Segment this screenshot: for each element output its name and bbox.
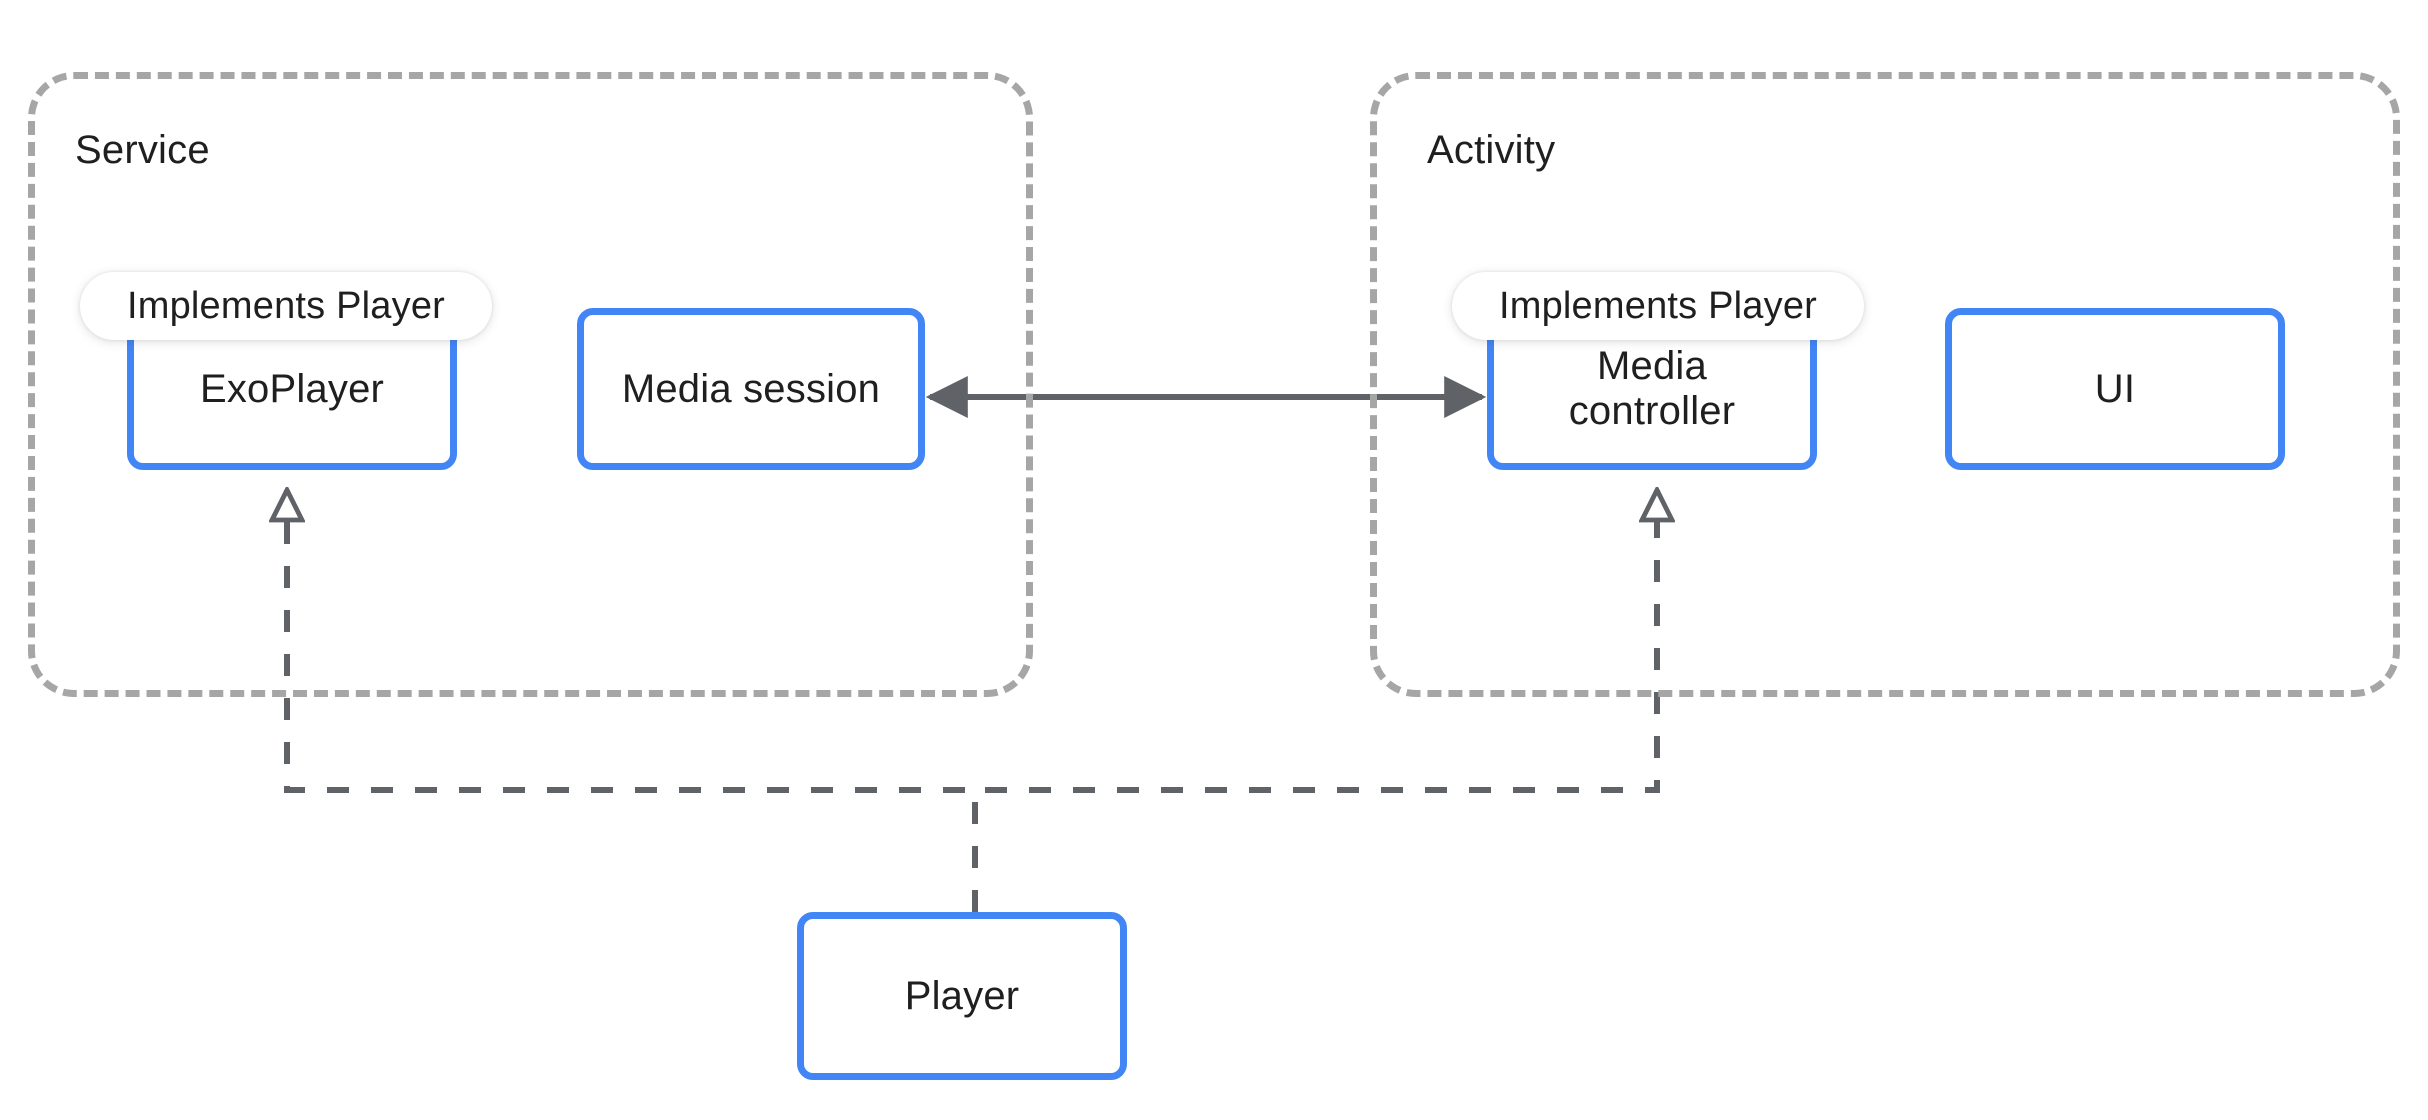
node-exoplayer-label: ExoPlayer	[199, 366, 385, 411]
node-media-controller-label-line1: Media	[1597, 344, 1707, 389]
badge-implements-player-exoplayer-label: Implements Player	[126, 284, 446, 327]
node-media-controller-label-line2: controller	[1568, 389, 1736, 433]
node-ui-label: UI	[2094, 366, 2136, 411]
node-media-session[interactable]: Media session	[577, 308, 925, 470]
group-service	[28, 72, 1033, 697]
badge-implements-player-media-controller: Implements Player	[1452, 272, 1864, 340]
group-activity	[1370, 72, 2400, 697]
group-activity-label: Activity	[1427, 128, 1556, 172]
badge-implements-player-exoplayer: Implements Player	[80, 272, 492, 340]
badge-implements-player-media-controller-label: Implements Player	[1498, 284, 1818, 327]
node-ui[interactable]: UI	[1945, 308, 2285, 470]
node-player-label: Player	[904, 973, 1020, 1018]
node-media-session-label: Media session	[621, 366, 881, 411]
group-service-label: Service	[75, 128, 210, 172]
node-player[interactable]: Player	[797, 912, 1127, 1080]
